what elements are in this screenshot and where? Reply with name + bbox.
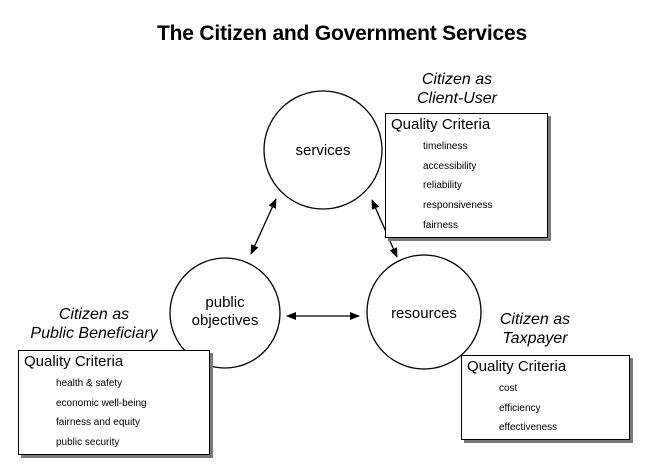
- public-objectives-circle: [169, 257, 281, 369]
- criteria-item: timeliness: [423, 141, 468, 152]
- role-client-user: Citizen as Client-User: [397, 70, 517, 108]
- criteria-heading-client-user: Quality Criteria: [391, 116, 491, 133]
- public-objectives-label: public objectives: [170, 294, 280, 330]
- criteria-item: responsiveness: [423, 200, 493, 212]
- criteria-list-client-user: timeliness accessibility reliability res…: [423, 141, 492, 239]
- role-public-beneficiary-line2: Public Beneficiary: [30, 325, 158, 342]
- role-taxpayer-line2: Taxpayer: [502, 330, 568, 347]
- criteria-item: public security: [56, 437, 120, 449]
- arrow-services-public-objectives: [250, 198, 277, 255]
- role-public-beneficiary-line1: Citizen as: [58, 306, 130, 323]
- criteria-box-taxpayer: Quality Criteria cost efficiency effecti…: [461, 355, 630, 440]
- services-label: services: [295, 142, 351, 159]
- criteria-item: cost: [499, 383, 518, 394]
- criteria-heading-public-beneficiary: Quality Criteria: [24, 353, 124, 370]
- role-taxpayer: Citizen as Taxpayer: [478, 310, 592, 348]
- role-taxpayer-line1: Citizen as: [499, 311, 571, 328]
- criteria-item: health & safety: [56, 378, 123, 389]
- public-objectives-label-line2: objectives: [191, 312, 259, 329]
- arrow-services-resources: [371, 199, 398, 258]
- criteria-item: reliability: [423, 180, 462, 192]
- role-client-user-line2: Client-User: [416, 90, 497, 107]
- criteria-list-taxpayer: cost efficiency effectiveness: [499, 383, 557, 442]
- criteria-box-public-beneficiary: Quality Criteria health & safety economi…: [18, 350, 210, 455]
- resources-label: resources: [391, 305, 457, 322]
- criteria-heading-taxpayer: Quality Criteria: [467, 358, 567, 375]
- criteria-box-client-user: Quality Criteria timeliness accessibilit…: [385, 113, 548, 238]
- criteria-item: fairness and equity: [56, 417, 140, 429]
- resources-circle: [366, 254, 482, 370]
- role-public-beneficiary: Citizen as Public Beneficiary: [14, 305, 174, 343]
- public-objectives-label-line1: public: [205, 294, 245, 311]
- criteria-item: fairness: [423, 219, 459, 231]
- criteria-item: economic well-being: [56, 397, 147, 409]
- role-client-user-line1: Citizen as: [421, 71, 493, 88]
- diagram-title: The Citizen and Government Services: [157, 22, 527, 45]
- criteria-item: accessibility: [423, 160, 477, 172]
- criteria-list-public-beneficiary: health & safety economic well-being fair…: [56, 378, 147, 457]
- criteria-item: effectiveness: [499, 422, 558, 434]
- criteria-item: efficiency: [499, 402, 541, 414]
- services-circle: [263, 90, 383, 210]
